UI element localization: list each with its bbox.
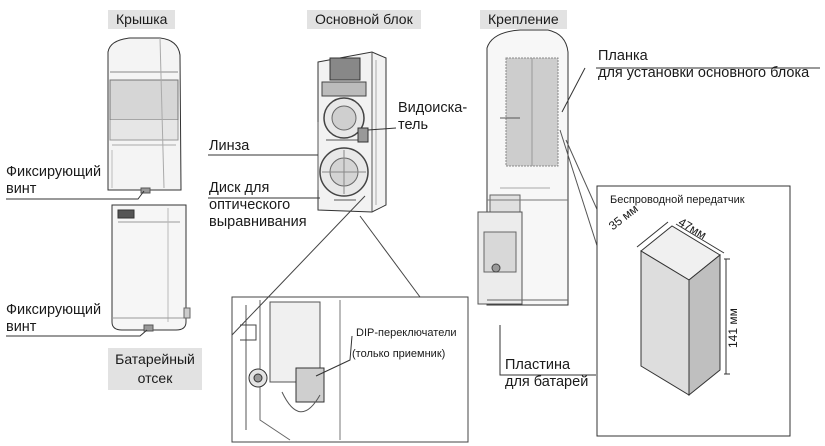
- receiver-only-label: (только приемник): [352, 348, 446, 360]
- battery-box-line-2: отсек: [137, 370, 173, 386]
- alignment-disk-line-1: Диск для: [209, 180, 270, 196]
- bracket-line-2: для установки основного блока: [598, 65, 810, 81]
- bracket-label: Планка для установки основного блока: [598, 48, 809, 82]
- mount-drawing: [477, 29, 569, 306]
- battery-compartment-drawing: [111, 204, 191, 332]
- viewfinder-label: Видоиска- тель: [398, 100, 467, 134]
- height-dimension: 141 мм: [726, 308, 740, 348]
- fixing-screw-bottom-label: Фиксирующий винт: [6, 302, 101, 336]
- viewfinder-line-1: Видоиска-: [398, 100, 468, 116]
- fixing-screw-top-line-2: винт: [6, 181, 37, 197]
- mount-tag: Крепление: [480, 10, 567, 29]
- battery-plate-line-1: Пластина: [505, 357, 571, 373]
- fixing-screw-bottom-line-1: Фиксирующий: [6, 302, 102, 318]
- battery-plate-line-2: для батарей: [505, 374, 589, 390]
- alignment-disk-line-2: оптического: [209, 197, 291, 213]
- fixing-screw-top-icon: [140, 187, 151, 194]
- dip-switch-detail-drawing: [231, 296, 469, 443]
- viewfinder-leader-line: [367, 127, 397, 131]
- bracket-leader-line: [561, 67, 586, 113]
- cover-top-drawing: [107, 37, 182, 194]
- dip-switches-label: DIP-переключатели: [356, 327, 457, 339]
- battery-box-tag: Батарейный отсек: [108, 348, 202, 390]
- viewfinder-line-2: тель: [398, 117, 429, 133]
- main-unit-tag: Основной блок: [307, 10, 421, 29]
- inset-line-2: [359, 215, 421, 298]
- fixing-screw-top-label: Фиксирующий винт: [6, 164, 101, 198]
- battery-box-line-1: Батарейный: [115, 351, 195, 367]
- fixing-screw-bottom-line-2: винт: [6, 319, 37, 335]
- transmitter-title: Беспроводной передатчик: [610, 194, 745, 206]
- fixing-screw-bottom-icon: [143, 324, 154, 332]
- battery-plate-label: Пластина для батарей: [505, 357, 588, 391]
- main-unit-drawing: [317, 51, 387, 213]
- fixing-screw-top-line-1: Фиксирующий: [6, 164, 102, 180]
- transmitter-cuboid: [636, 221, 730, 397]
- inset-line-1: [231, 195, 366, 336]
- alignment-disk-line-3: выравнивания: [209, 214, 307, 230]
- dip-switch-leader-line: [315, 335, 353, 377]
- lens-label: Линза: [209, 138, 250, 154]
- cover-tag: Крышка: [108, 10, 176, 29]
- transmitter-frame: [596, 185, 791, 437]
- alignment-disk-label: Диск для оптического выравнивания: [209, 180, 307, 231]
- battery-plate-leader-line: [499, 325, 596, 376]
- bracket-line-1: Планка: [598, 48, 648, 64]
